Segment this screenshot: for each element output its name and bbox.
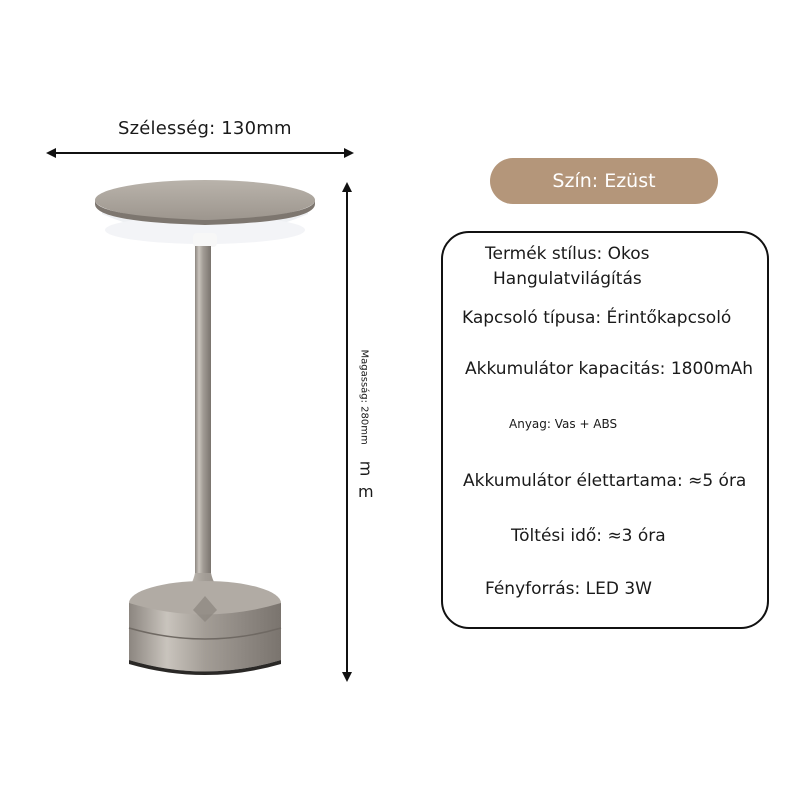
spec-light-source: Fényforrás: LED 3W (485, 579, 652, 599)
spec-material: Anyag: Vas + ABS (509, 417, 618, 431)
width-label: Szélesség: 130mm (118, 118, 292, 139)
spec-panel: Termék stílus: Okos Hangulatvilágítás Ka… (441, 231, 769, 629)
spec-switch-type: Kapcsoló típusa: Érintőkapcsoló (462, 308, 732, 328)
height-unit-fragment: m (356, 460, 376, 477)
spec-battery-capacity: Akkumulátor kapacitás: 1800mAh (465, 359, 754, 379)
spec-style-line2: Hangulatvilágítás (493, 269, 642, 289)
width-arrow-icon (46, 148, 354, 158)
color-badge: Szín: Ezüst (490, 158, 718, 204)
height-label: Magasság: 280mm (356, 350, 372, 500)
lamp-product-image (95, 180, 315, 675)
spec-style-line1: Termék stílus: Okos (485, 244, 650, 264)
height-arrow-icon (342, 182, 352, 682)
spec-charging-time: Töltési idő: ≈3 óra (511, 526, 666, 546)
height-unit-fragment: m (358, 482, 374, 501)
spec-battery-life: Akkumulátor élettartama: ≈5 óra (463, 471, 747, 491)
